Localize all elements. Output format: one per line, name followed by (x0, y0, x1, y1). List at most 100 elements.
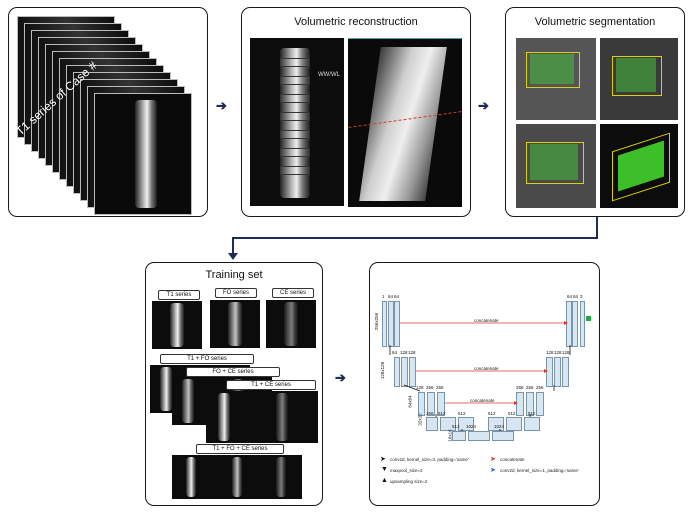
legend-conv1: conv2d, kernel_size=1, padding='same' (500, 468, 579, 473)
l5-ch: 512 (452, 424, 460, 429)
l3-right-ch: 256 (516, 385, 524, 390)
l2-right-block2 (554, 357, 561, 387)
legend-concat: concatenate (500, 457, 525, 462)
l3-right-ch2: 256 (526, 385, 534, 390)
legend-conv: conv2d, kernel_size=3, padding='same' (390, 457, 469, 462)
l1-left-block3 (394, 301, 400, 347)
l4-right-block3 (524, 417, 540, 431)
concat-label-2: concatenate (474, 366, 499, 371)
l1-right-block3 (580, 301, 585, 347)
l2-left-ch3: 128 (408, 350, 416, 355)
l1-right-block2 (572, 301, 578, 347)
concat-label-3: concatenate (470, 398, 495, 403)
volumetric-segmentation-panel: Volumetric segmentation (505, 7, 685, 217)
stacked-slice (94, 93, 192, 215)
volumetric-reconstruction-panel: Volumetric reconstruction WW/WL (241, 7, 471, 217)
l2-right-block3 (562, 357, 569, 387)
arrow-right-1: ➔ (216, 98, 227, 113)
arrow-right-3: ➔ (335, 370, 346, 385)
l4-left-ch2: 512 (438, 411, 446, 416)
l5-block (452, 431, 466, 441)
legend-conv-icon: ➤ (380, 456, 386, 463)
fo-image (210, 300, 260, 348)
l3-left-block (418, 392, 425, 416)
l4-right-ch2: 512 (508, 411, 516, 416)
l4-right-block (488, 417, 504, 431)
legend-upsampling: upsampling size=2 (390, 479, 428, 484)
ce-image (266, 300, 316, 348)
label-t1: T1 series (158, 290, 200, 300)
l1-left-ch2: 64 (388, 294, 394, 299)
l3-right-block (516, 392, 524, 416)
l1-left-ch3: 64 (394, 294, 400, 299)
l2-right-ch3: 128 (562, 350, 570, 355)
label-ce: CE series (272, 288, 314, 298)
label-fo: FO series (215, 288, 257, 298)
l1-right-ch: 64 (567, 294, 573, 299)
l4-left-block3 (458, 417, 474, 431)
segmentation-view-axial (516, 38, 596, 120)
legend-maxpool-icon: ▼ (381, 466, 388, 473)
segmentation-view-coronal (516, 124, 596, 208)
l2-left-ch: 64 (392, 350, 398, 355)
l4-left-block (426, 417, 438, 431)
concat-label-1: concatenate (474, 318, 499, 323)
l2-left-block (394, 357, 400, 387)
l3-left-block3 (437, 392, 445, 416)
l2-right-ch: 128 (546, 350, 554, 355)
l5-block2 (468, 431, 490, 441)
legend-upsampling-icon: ▲ (381, 477, 388, 484)
l4-left-ch: 256 (426, 411, 434, 416)
l2-right-ch2: 128 (554, 350, 562, 355)
l5-block3 (492, 431, 514, 441)
l4-left-ch3: 512 (458, 411, 466, 416)
l2-left-ch2: 128 (400, 350, 408, 355)
label-t1-ce: T1 + CE series (226, 380, 316, 390)
legend-conv1-icon: ➤ (490, 467, 496, 474)
unet-connections (389, 321, 571, 431)
training-set-panel: Training set T1 series FO series CE seri… (145, 262, 323, 506)
label-fo-ce: FO + CE series (186, 367, 280, 377)
l3-right-block3 (536, 392, 544, 416)
t1-fo-ce-image (172, 455, 302, 499)
l1-right-block (566, 301, 572, 347)
segmentation-title: Volumetric segmentation (534, 16, 656, 28)
l4-right-ch: 512 (488, 411, 496, 416)
segmentation-view-sagittal (600, 38, 678, 120)
l4-right-block2 (506, 417, 522, 431)
output-marker (586, 316, 591, 321)
ww-wl-overlay: WW/WL (318, 72, 340, 78)
sagittal-mri-image: WW/WL (250, 38, 344, 206)
l2-left-block3 (409, 357, 416, 387)
l3-left-block2 (427, 392, 435, 416)
l4-left-block2 (440, 417, 456, 431)
legend-maxpool: maxpool_size=2 (390, 468, 423, 473)
l1-right-ch3: 3 (580, 294, 583, 299)
arrow-right-2: ➔ (478, 98, 489, 113)
reconstruction-title: Volumetric reconstruction (294, 16, 418, 28)
unet-panel: 1 64 64 256x256 64 64 3 64 128 128 128x1… (369, 262, 600, 506)
l2-left-block2 (401, 357, 408, 387)
legend-concat-icon: ➤ (490, 456, 496, 463)
3d-volume-render (348, 38, 462, 207)
l1-left-block (382, 301, 387, 347)
l1-left-ch: 1 (382, 294, 385, 299)
l1-right-ch2: 64 (573, 294, 579, 299)
t1-image (152, 301, 202, 349)
t1-series-panel: T1 series of Case # (8, 7, 208, 217)
l4-right-ch3: 512 (528, 411, 536, 416)
l1-left-block2 (388, 301, 394, 347)
l3-left-ch: 128 (416, 385, 424, 390)
label-t1-fo: T1 + FO series (160, 354, 254, 364)
training-set-title: Training set (205, 269, 263, 281)
l5-ch2: 1024 (466, 424, 477, 429)
segmentation-view-3d (600, 124, 678, 208)
l5-ch3: 1024 (494, 424, 505, 429)
l3-left-ch3: 256 (436, 385, 444, 390)
l3-right-ch3: 256 (536, 385, 544, 390)
label-t1-fo-ce: T1 + FO + CE series (196, 444, 284, 454)
t1-ce-image (206, 391, 318, 443)
l3-left-ch2: 256 (426, 385, 434, 390)
l2-right-block (546, 357, 553, 387)
